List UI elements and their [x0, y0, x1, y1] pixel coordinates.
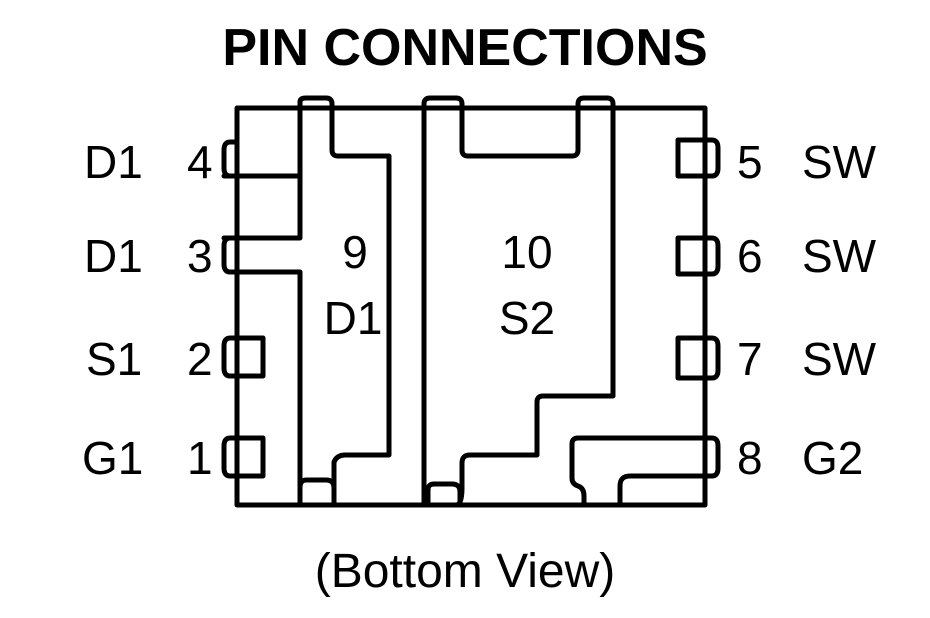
pin-6-pad — [675, 235, 721, 277]
pin-label-number: 8 — [737, 432, 763, 484]
pin-7-pad — [675, 335, 721, 381]
pad-9-outline — [221, 95, 392, 508]
pin-label-number: 1 — [187, 432, 213, 484]
pin-5-pad — [675, 137, 721, 179]
pad-10-number: 10 — [501, 226, 552, 278]
pin-label-name: D1 — [84, 136, 143, 188]
pad-10-bottom-tab — [425, 481, 463, 508]
pin-label-number: 7 — [737, 333, 763, 385]
pad-10-outline — [421, 95, 616, 508]
pin-label-name: SW — [802, 333, 877, 385]
pin-2-pad — [221, 335, 266, 379]
pin-label-number: 4 — [187, 136, 213, 188]
pad-9-name: D1 — [324, 292, 383, 344]
diagram-title: PIN CONNECTIONS — [222, 19, 708, 77]
pin-label-number: 3 — [187, 230, 213, 282]
pad-9-number: 9 — [342, 226, 368, 278]
pin-label-number: 6 — [737, 230, 763, 282]
pin-1-pad — [221, 435, 266, 479]
pin-8-pad — [569, 435, 721, 508]
pin-label-name: D1 — [84, 230, 143, 282]
view-caption: (Bottom View) — [314, 545, 616, 598]
pin-label-name: SW — [802, 136, 877, 188]
pin-label-name: G1 — [82, 432, 143, 484]
pin-label-number: 5 — [737, 136, 763, 188]
package-outline — [234, 105, 708, 508]
pin-label-name: SW — [802, 230, 877, 282]
pin-label-name: S1 — [86, 333, 142, 385]
pad-10-name: S2 — [499, 292, 555, 344]
pin-label-name: G2 — [802, 432, 863, 484]
pin-label-number: 2 — [187, 333, 213, 385]
